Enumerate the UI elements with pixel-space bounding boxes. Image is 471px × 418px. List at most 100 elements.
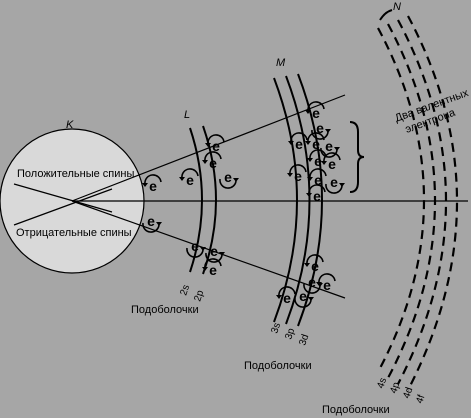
shell-m-label: M [276, 57, 286, 69]
electron-symbol: e [311, 258, 319, 274]
electron-symbol: e [149, 178, 157, 194]
spin-arrow-head [325, 129, 331, 133]
spin-arrow-head [334, 147, 340, 151]
electron-symbol: e [314, 153, 322, 169]
spin-arrow [181, 168, 199, 179]
subshell-2s: 2s [178, 283, 192, 296]
spin-arrow-head [307, 158, 313, 162]
electron-symbol: e [330, 174, 338, 190]
electron-symbol: e [325, 138, 333, 154]
spin-arrow [144, 174, 162, 185]
electron-symbol: e [308, 274, 316, 290]
spin-arrow-head [276, 295, 282, 299]
electron-symbol: e [312, 105, 320, 121]
spin-arrow [325, 183, 343, 194]
electron-symbol: e [191, 238, 199, 254]
spin-arrow-head [308, 297, 314, 301]
subshell-3p: 3p [283, 327, 297, 341]
spin-arrow-head [142, 183, 148, 187]
electron-symbol: e [295, 136, 303, 152]
spin-arrow [303, 283, 321, 294]
positive-spins-label: Положительные спины [17, 168, 134, 180]
spin-arrow-head [288, 141, 294, 145]
shell-l-label: L [184, 109, 190, 121]
subshell-4d: 4d [401, 386, 415, 400]
spin-arrow-head [233, 178, 239, 182]
spin-arrow-head [306, 193, 312, 197]
spin-arrow [307, 101, 325, 112]
spin-arrow-head [321, 161, 327, 165]
electron-symbol: e [316, 120, 324, 136]
subshell-3d: 3d [297, 333, 311, 347]
spin-arrow [309, 168, 327, 179]
shell-n-arcs [377, 15, 458, 391]
spin-arrow [308, 184, 326, 195]
spin-arrow [290, 132, 308, 143]
subshell-4s: 4s [375, 376, 389, 389]
spin-arrow-head [200, 247, 206, 251]
spin-arrow [309, 149, 327, 160]
electron-symbol: e [299, 288, 307, 304]
shell-k-label: K [66, 119, 74, 131]
subshell-3s: 3s [269, 321, 283, 334]
valence-electrons-note: Два валентных электрона [393, 87, 470, 136]
brace-n-shell [379, 9, 393, 21]
spin-arrow [204, 151, 222, 162]
spin-arrow [204, 258, 222, 269]
spin-arrow [207, 134, 225, 145]
electron-symbol: e [328, 156, 336, 172]
spin-arrow-head [304, 263, 310, 267]
spin-arrow [318, 273, 336, 284]
spin-arrow-head [316, 282, 322, 286]
subshell-4p: 4p [388, 381, 402, 395]
subshell-labels-l: 2s 2p [178, 283, 206, 302]
spin-arrow [306, 254, 324, 265]
subshell-labels-m: 3s 3p 3d [269, 321, 311, 346]
spin-arrow [311, 129, 329, 140]
spin-arrow [186, 247, 204, 258]
spin-arrow [294, 297, 312, 308]
spin-arrow [142, 222, 160, 233]
subshells-caption-m: Подоболочки [244, 360, 312, 372]
spin-arrow-head [287, 173, 293, 177]
electron-symbol: e [283, 290, 291, 306]
subshell-4f: 4f [414, 393, 427, 405]
negative-spins-label: Отрицательные спины [16, 227, 132, 239]
electron-symbol: e [210, 243, 218, 259]
electron-symbol: e [186, 172, 194, 188]
spin-arrow [323, 152, 341, 163]
electron-symbol: e [212, 138, 220, 154]
spin-arrow-head [219, 252, 225, 256]
spin-arrow-head [305, 141, 311, 145]
subshells-caption-n: Подоболочки [322, 404, 390, 416]
subshell-labels-n: 4s 4p 4d 4f [375, 376, 427, 404]
electron-symbol: e [312, 136, 320, 152]
spin-arrow-head [305, 110, 311, 114]
electron-symbol: e [294, 168, 302, 184]
electron-symbol: e [313, 188, 321, 204]
electron-symbol: e [147, 213, 155, 229]
spin-arrow-head [179, 177, 185, 181]
electron-symbol: e [209, 262, 217, 278]
spin-arrow [289, 164, 307, 175]
brace-m-shell [349, 121, 365, 193]
subshell-2p: 2p [192, 289, 206, 303]
electron-symbol: e [323, 277, 331, 293]
spin-arrow-head [202, 267, 208, 271]
spin-arrow-head [339, 183, 345, 187]
spin-arrow [307, 132, 325, 143]
spin-arrow-head [156, 222, 162, 226]
spin-arrow [205, 252, 223, 263]
electron-symbol: e [314, 172, 322, 188]
spin-arrow-head [202, 160, 208, 164]
spin-arrow-head [307, 177, 313, 181]
subshells-caption-l: Подоболочки [131, 304, 199, 316]
spin-arrow [219, 178, 237, 189]
electron-symbol: e [224, 169, 232, 185]
electron-symbol: e [209, 155, 217, 171]
spin-arrow [278, 286, 296, 297]
spin-arrow-head [205, 143, 211, 147]
